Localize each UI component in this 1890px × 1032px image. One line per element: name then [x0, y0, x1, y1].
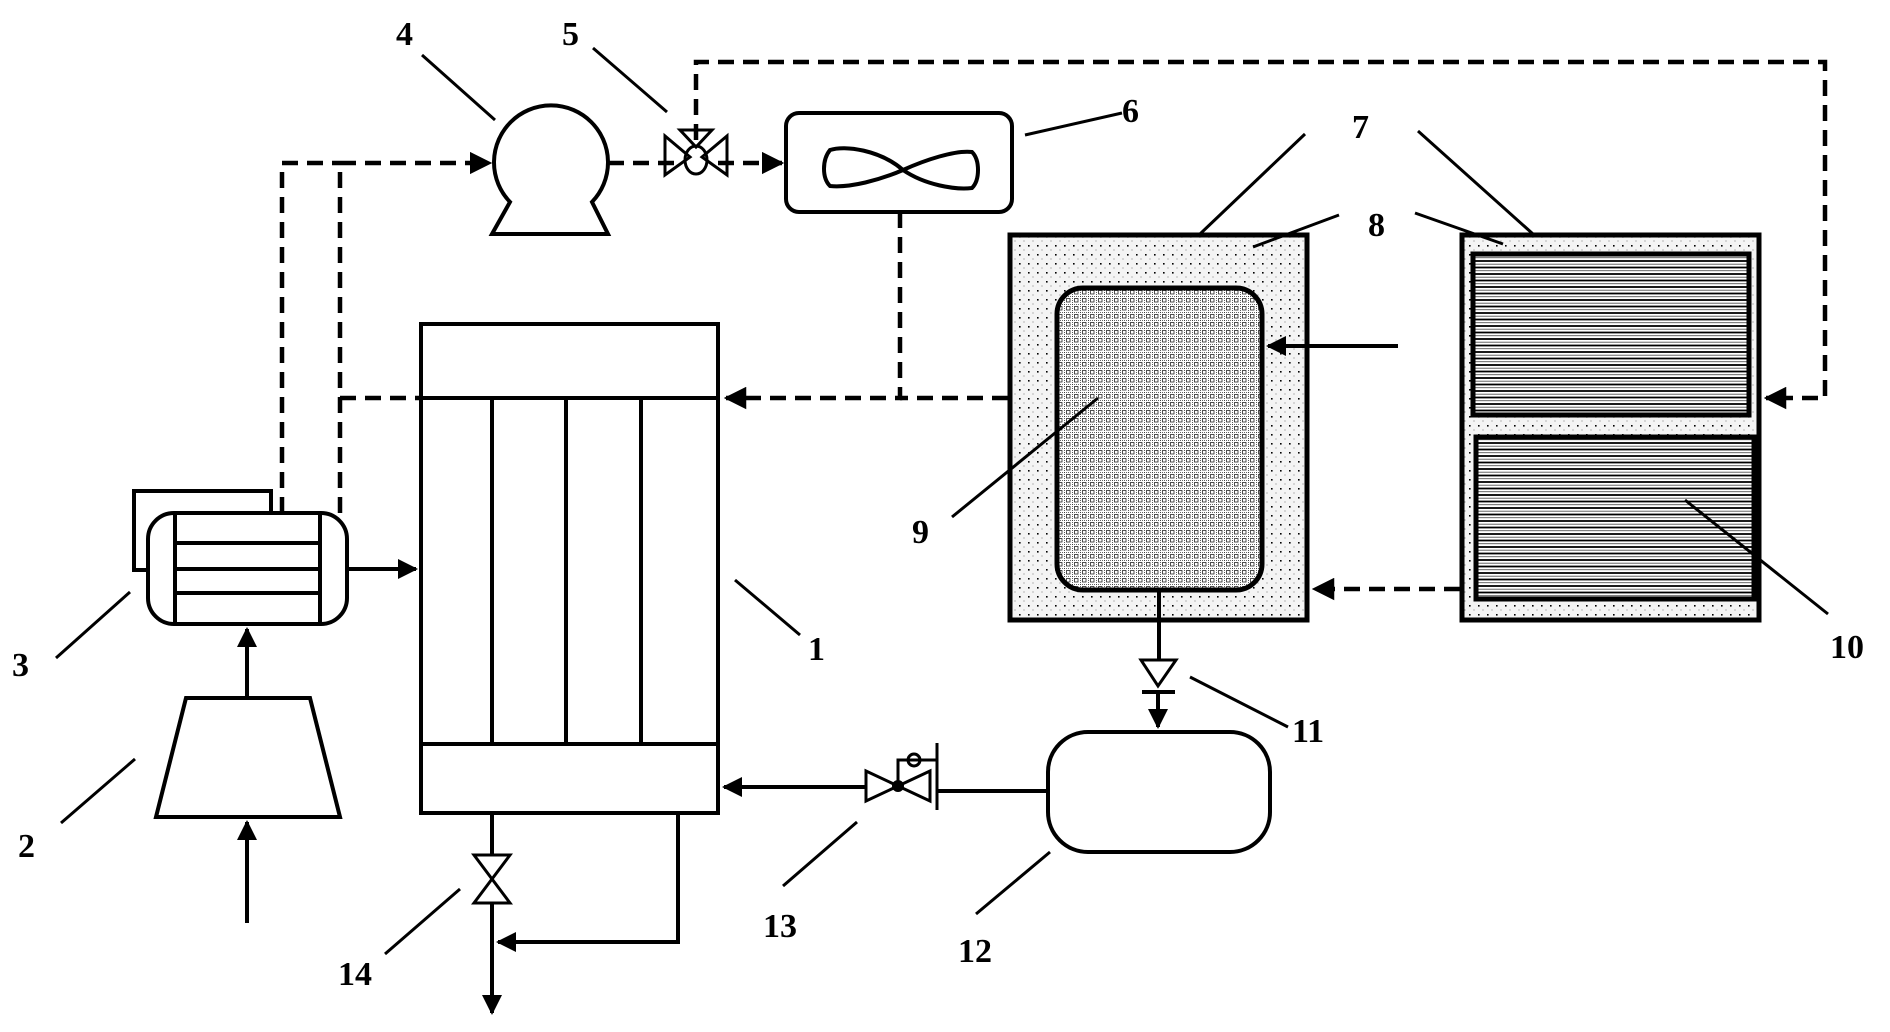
label-pressure-reducing-valve: 13 — [763, 908, 797, 945]
label-panel: 10 — [1830, 629, 1864, 666]
panel-upper — [1473, 254, 1749, 415]
label-pump: 4 — [396, 16, 413, 53]
drain-valve — [474, 855, 510, 903]
gas-line-hx-bypass — [340, 163, 490, 513]
label-drain-valve: 14 — [338, 956, 372, 993]
label-compressor: 2 — [18, 828, 35, 865]
column — [421, 324, 718, 813]
label-chamber: 7 — [1352, 109, 1369, 146]
storage-tank — [1048, 732, 1270, 852]
gas-line-hx-to-pump — [282, 163, 340, 513]
label-column: 1 — [808, 631, 825, 668]
check-valve — [1141, 660, 1176, 692]
pressure-reducing-valve — [866, 743, 937, 810]
label-insulation: 8 — [1368, 207, 1385, 244]
chamber-right — [1462, 235, 1759, 620]
line-bypass — [498, 815, 678, 942]
gas-line-fan-to-column — [726, 212, 900, 398]
label-storage-tank: 12 — [958, 933, 992, 970]
compressor — [156, 698, 340, 817]
heat-exchanger — [134, 491, 347, 624]
pump — [492, 105, 608, 234]
label-fan-unit: 6 — [1122, 93, 1139, 130]
label-check-valve: 11 — [1292, 713, 1324, 750]
inner-vessel — [1057, 288, 1262, 590]
label-inner-vessel: 9 — [912, 514, 929, 551]
label-three-way-valve: 5 — [562, 16, 579, 53]
fan-unit — [786, 113, 1012, 212]
panel-lower — [1476, 437, 1754, 599]
chamber-left — [1010, 235, 1307, 620]
label-heat-exchanger: 3 — [12, 647, 29, 684]
fan-icon — [824, 148, 978, 188]
